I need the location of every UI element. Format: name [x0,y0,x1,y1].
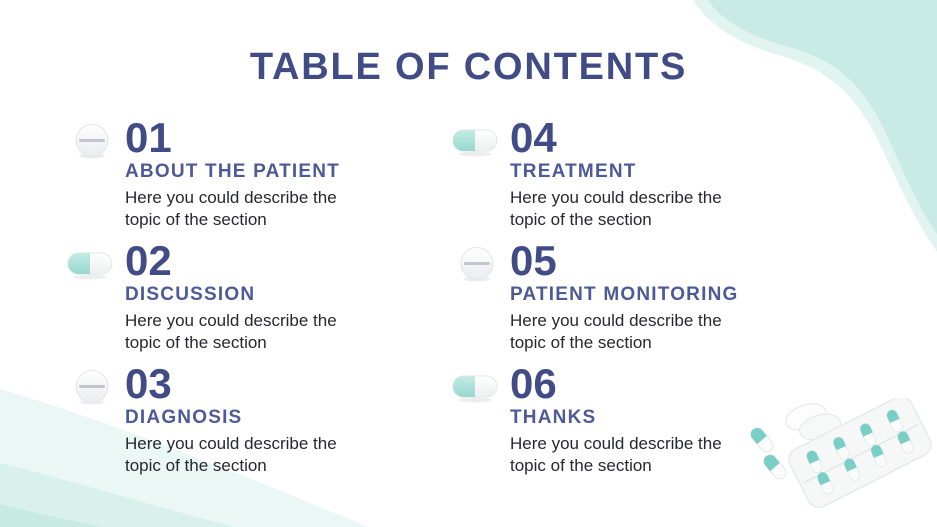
tablet-stack-icon [785,403,841,441]
section-title: THANKS [510,407,597,428]
capsule-pill-icon [450,118,510,163]
section-description: Here you could describe the topic of the… [510,434,722,475]
section-description: Here you could describe the topic of the… [125,434,337,475]
toc-item-01: 01 ABOUT THE PATIENT Here you could desc… [65,114,357,231]
section-number: 05 [510,237,557,284]
tablet-pill-icon [65,118,125,165]
section-title: DISCUSSION [125,284,256,305]
section-title: PATIENT MONITORING [510,284,739,305]
section-title: TREATMENT [510,161,637,182]
toc-item-05: 05 PATIENT MONITORING Here you could des… [450,237,742,354]
toc-item-03: 03 DIAGNOSIS Here you could describe the… [65,360,357,477]
loose-capsule-icon [747,424,790,483]
tablet-pill-icon [450,241,510,288]
tablet-pill-icon [65,364,125,411]
section-description: Here you could describe the topic of the… [125,188,337,229]
toc-item-04: 04 TREATMENT Here you could describe the… [450,114,742,231]
section-title: ABOUT THE PATIENT [125,161,340,182]
toc-item-02: 02 DISCUSSION Here you could describe th… [65,237,357,354]
section-number: 04 [510,114,557,161]
section-title: DIAGNOSIS [125,407,243,428]
section-number: 02 [125,237,172,284]
section-description: Here you could describe the topic of the… [125,311,337,352]
slide-title: TABLE OF CONTENTS [249,46,688,88]
capsule-pill-icon [450,364,510,409]
toc-item-06: 06 THANKS Here you could describe the to… [450,360,742,477]
section-number: 01 [125,114,172,161]
pills-illustration [747,398,932,508]
blister-pack [788,398,932,508]
section-description: Here you could describe the topic of the… [510,188,722,229]
section-number: 03 [125,360,172,407]
section-number: 06 [510,360,557,407]
capsule-pill-icon [65,241,125,286]
section-description: Here you could describe the topic of the… [510,311,722,352]
